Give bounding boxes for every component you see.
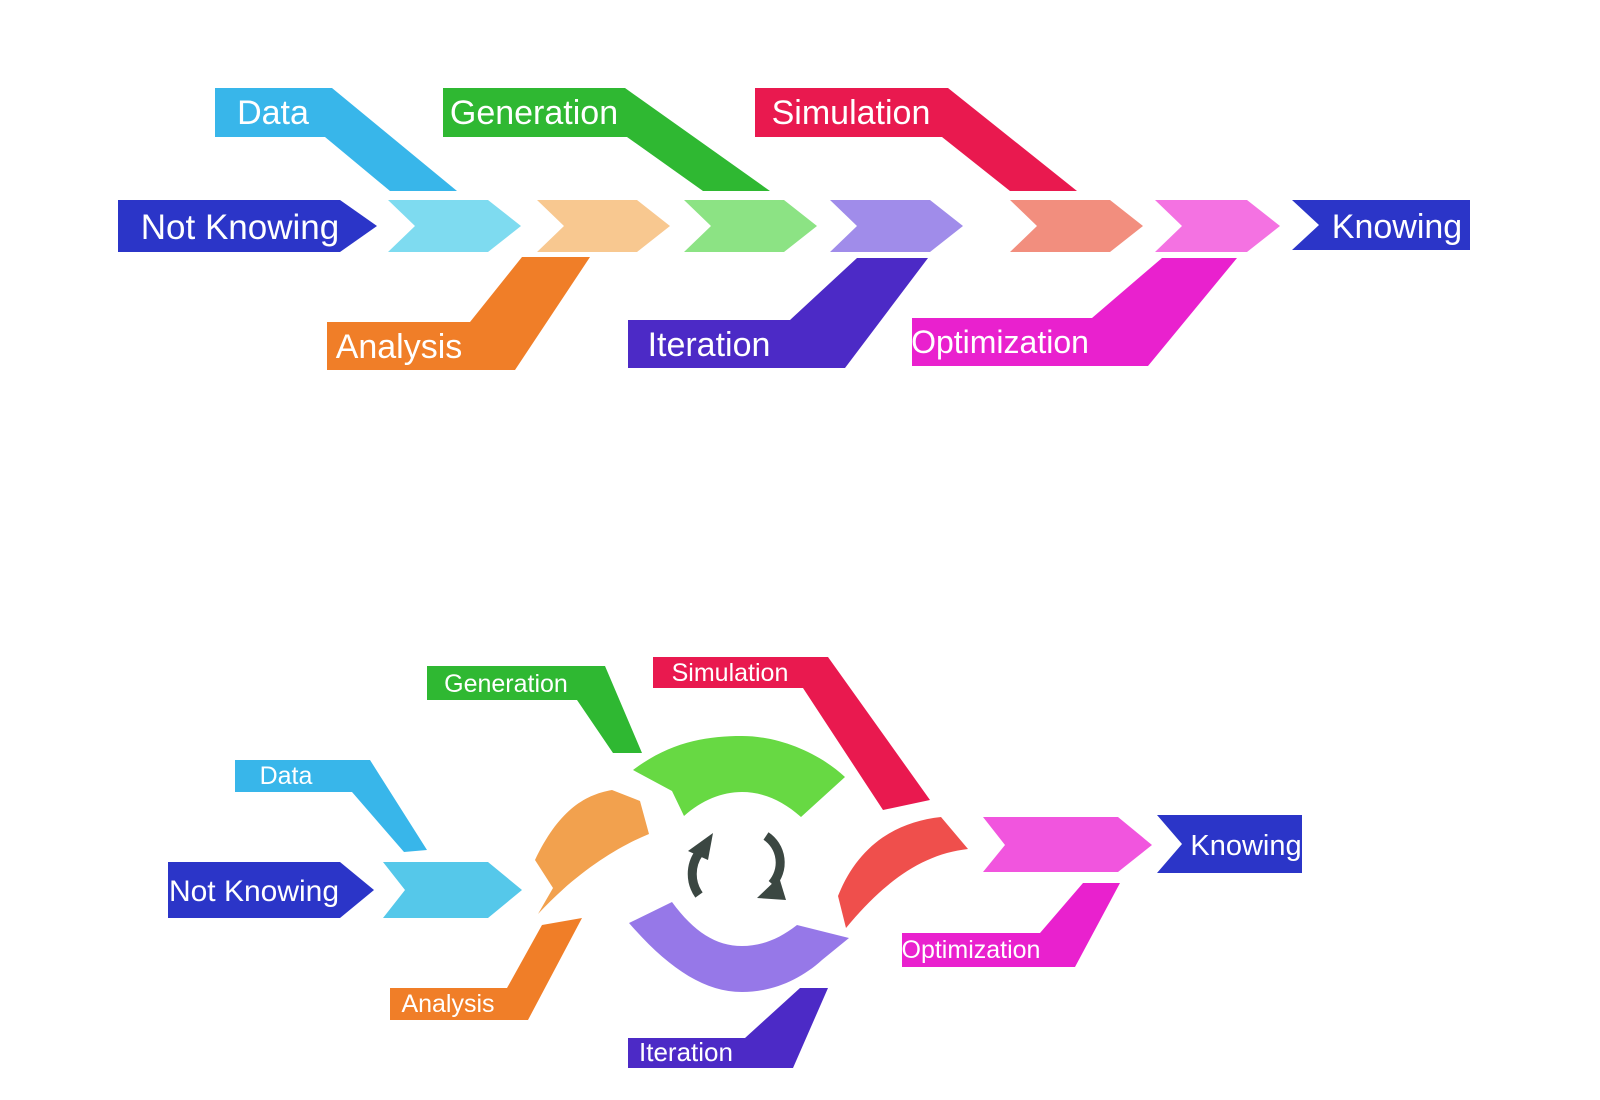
cycle-icon-left-arc	[687, 850, 703, 898]
band-simulation-label: Simulation	[772, 94, 931, 132]
clockwise-cycle-arrows-icon	[687, 832, 786, 900]
cycle-band-simulation-label: Simulation	[672, 659, 789, 687]
cycle-band-optimization: Optimization	[902, 883, 1120, 967]
band-generation: Generation	[443, 88, 770, 191]
cycle-arc-orange	[535, 790, 649, 914]
band-data: Data	[215, 88, 457, 191]
band-optimization: Optimization	[911, 258, 1237, 366]
band-data-shape	[215, 88, 457, 191]
flow-chevrons	[388, 200, 1280, 252]
cycle-band-data-label: Data	[260, 762, 313, 790]
flow-end-banner-shape	[1292, 200, 1470, 250]
band-iteration-label: Iteration	[648, 326, 771, 364]
chevron-analysis-stage	[537, 200, 670, 252]
cycle-start-label: Not Knowing	[169, 875, 339, 908]
cycle-band-generation-shape	[427, 666, 642, 753]
band-iteration-shape	[628, 258, 928, 368]
cycle-end-label: Knowing	[1190, 830, 1301, 862]
band-optimization-shape	[912, 258, 1237, 366]
chevron-data-stage	[388, 200, 521, 252]
band-analysis: Analysis	[327, 257, 590, 370]
cycle-band-iteration: Iteration	[628, 988, 828, 1068]
band-analysis-label: Analysis	[336, 328, 463, 366]
cycle-exit-chevron	[983, 817, 1152, 872]
band-simulation-shape	[755, 88, 1077, 191]
chevron-optimization-stage	[1155, 200, 1280, 252]
band-simulation: Simulation	[755, 88, 1077, 191]
cycle-band-optimization-shape	[902, 883, 1120, 967]
cycle-arc-purple	[629, 902, 849, 992]
cycle-band-generation: Generation	[427, 666, 642, 753]
cycle-icon-right-arc	[763, 832, 785, 888]
cycle-arc-green	[633, 736, 845, 817]
band-generation-label: Generation	[450, 94, 618, 132]
cycle-band-analysis: Analysis	[390, 918, 582, 1020]
cycle-band-analysis-label: Analysis	[401, 990, 494, 1018]
chevron-generation-stage	[684, 200, 817, 252]
flow-start-label: Not Knowing	[141, 208, 339, 247]
band-generation-shape	[443, 88, 770, 191]
chevron-iteration-stage	[830, 200, 963, 252]
cycle-arc-red	[838, 817, 968, 928]
linear-flow-diagram: Data Generation Simulation Not Knowing	[118, 88, 1470, 370]
flow-end-banner: Knowing	[1292, 200, 1470, 250]
flow-start-arrow-shape	[118, 200, 377, 252]
cycle-start-arrow-shape	[168, 862, 374, 918]
cycle-band-analysis-shape	[390, 918, 582, 1020]
cycle-entry-chevron	[383, 862, 522, 918]
band-analysis-shape	[327, 257, 590, 370]
cycle-band-data-shape	[235, 760, 427, 852]
band-optimization-label: Optimization	[911, 324, 1089, 360]
chevron-simulation-stage	[1010, 200, 1143, 252]
cycle-band-simulation: Simulation	[653, 657, 930, 810]
cyclic-flow-diagram: Generation Simulation Data Not Knowing	[168, 657, 1302, 1068]
band-iteration: Iteration	[628, 258, 928, 368]
flow-end-label: Knowing	[1332, 208, 1462, 246]
cycle-end-banner-shape	[1157, 815, 1302, 873]
cycle-end-banner: Knowing	[1157, 815, 1302, 873]
cycle-icon-left-arrowhead	[688, 833, 713, 860]
flow-start-arrow: Not Knowing	[118, 200, 377, 252]
band-data-label: Data	[237, 94, 309, 132]
cycle-start-arrow: Not Knowing	[168, 862, 374, 918]
cycle-band-simulation-shape	[653, 657, 930, 810]
cycle-icon-right-arrowhead	[757, 877, 786, 900]
cycle-band-iteration-shape	[628, 988, 828, 1068]
cycle-band-iteration-label: Iteration	[639, 1037, 733, 1067]
cycle-band-data: Data	[235, 760, 427, 852]
cycle-band-generation-label: Generation	[444, 670, 568, 698]
cycle-band-optimization-label: Optimization	[902, 936, 1041, 964]
